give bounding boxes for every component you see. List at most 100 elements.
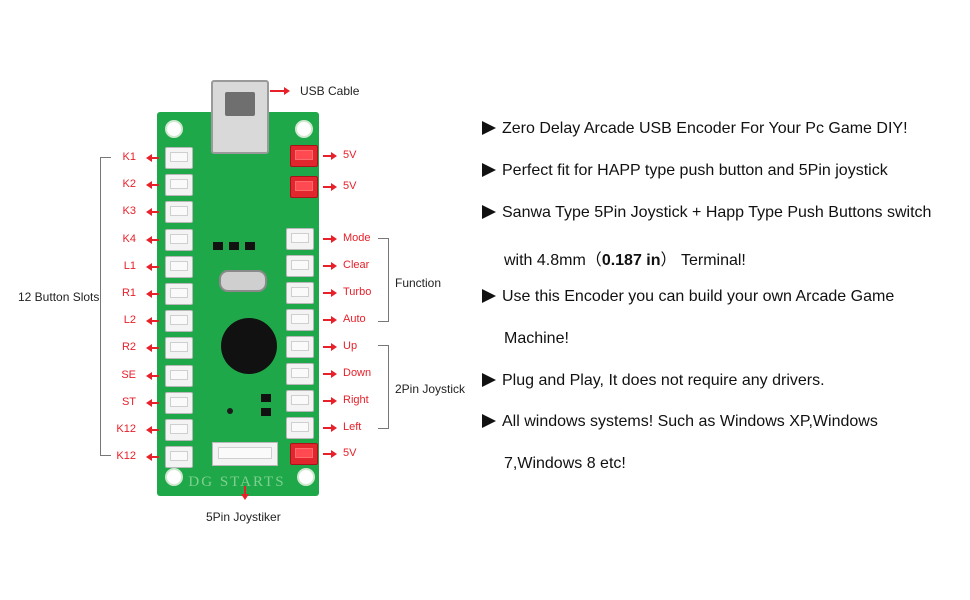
mounting-hole (295, 120, 313, 138)
pin-arrow-line (323, 186, 331, 188)
feature-text: All windows systems! Such as Windows XP,… (502, 413, 878, 430)
power-connector (290, 176, 318, 198)
pin-arrow-icon (146, 154, 152, 162)
controller-chip (221, 318, 277, 374)
crystal-oscillator (219, 270, 267, 292)
board-silkscreen: DG STARTS (188, 474, 286, 490)
usb-connector (211, 80, 269, 154)
pin-label: L2 (123, 314, 136, 326)
pin-arrow-icon (146, 263, 152, 271)
pin-arrow-line (151, 266, 159, 268)
arrow-bullet-icon (482, 163, 496, 177)
pin-arrow-line (151, 456, 159, 458)
mounting-hole (297, 468, 315, 486)
smd-component (245, 242, 255, 250)
pin-arrow-icon (331, 370, 337, 378)
function-connector (286, 228, 314, 250)
button-connector (165, 365, 193, 387)
button-connector (165, 229, 193, 251)
pin-arrow-line (151, 375, 159, 377)
connector-housing (218, 447, 272, 459)
pin-arrow-line (151, 293, 159, 295)
pin-label: ST (121, 396, 136, 408)
button-connector (165, 256, 193, 278)
pin-arrow-line (323, 155, 331, 157)
feature-text: Use this Encoder you can build your own … (502, 288, 895, 305)
pin-arrow-line (323, 373, 331, 375)
button-connector (165, 201, 193, 223)
terminal-size-text: 0.187 in (601, 252, 661, 269)
feature-continuation: with 4.8mm（0.187 in） Terminal! (504, 246, 746, 270)
pin-arrow-line (323, 238, 331, 240)
mounting-hole (165, 468, 183, 486)
pin-label: K12 (116, 450, 136, 462)
smd-component (261, 408, 271, 416)
pin-arrow-icon (331, 397, 337, 405)
feature-text: Machine! (504, 330, 569, 347)
pin-arrow-icon (331, 343, 337, 351)
function-label: Function (395, 276, 442, 290)
smd-component (213, 242, 223, 250)
button-connector (165, 174, 193, 196)
joystick-2pin-bracket (378, 345, 389, 429)
pin-label: R2 (121, 341, 136, 353)
feature-text: Zero Delay Arcade USB Encoder For Your P… (502, 120, 908, 137)
pin-label: Turbo (343, 286, 372, 298)
pin-label: 5V (343, 180, 357, 192)
button-connector (165, 283, 193, 305)
led (227, 408, 233, 414)
pin-label: Right (343, 394, 369, 406)
button-connector (165, 446, 193, 468)
feature-item: Use this Encoder you can build your own … (482, 288, 894, 306)
pin-arrow-line (323, 453, 331, 455)
button-connector (165, 310, 193, 332)
feature-text: Perfect fit for HAPP type push button an… (502, 162, 888, 179)
feature-item: All windows systems! Such as Windows XP,… (482, 413, 878, 431)
feature-item: Plug and Play, It does not require any d… (482, 372, 825, 390)
arrow-bullet-icon (482, 289, 496, 303)
pin-arrow-line (323, 346, 331, 348)
pin-arrow-icon (146, 399, 152, 407)
pin-label: Clear (343, 259, 370, 271)
pin-arrow-icon (146, 290, 152, 298)
pin-arrow-line (323, 427, 331, 429)
pin-arrow-line (323, 319, 331, 321)
pin-arrow-line (151, 320, 159, 322)
pin-arrow-line (323, 400, 331, 402)
feature-text: 7,Windows 8 etc! (504, 455, 626, 472)
pin-arrow-line (151, 429, 159, 431)
pin-arrow-icon (146, 317, 152, 325)
button-connector (165, 419, 193, 441)
pin-label: K3 (122, 205, 136, 217)
pin-label: Mode (343, 232, 371, 244)
function-connector (286, 309, 314, 331)
joystick-2pin-label: 2Pin Joystick (395, 382, 466, 396)
pin-arrow-icon (146, 181, 152, 189)
function-connector (286, 282, 314, 304)
joystiker-arrow-head (241, 494, 249, 500)
pin-arrow-line (323, 265, 331, 267)
function-connector (286, 417, 314, 439)
function-connector (286, 363, 314, 385)
pin-label: 5V (343, 447, 357, 459)
pin-label: K1 (122, 151, 136, 163)
mounting-hole (165, 120, 183, 138)
feature-item: Sanwa Type 5Pin Joystick + Happ Type Pus… (482, 204, 931, 222)
smd-component (229, 242, 239, 250)
arrow-bullet-icon (482, 121, 496, 135)
pin-label: K2 (122, 178, 136, 190)
pin-label: Left (343, 421, 362, 433)
function-connector (286, 336, 314, 358)
pin-arrow-icon (331, 450, 337, 458)
power-connector (290, 145, 318, 167)
joystiker-label: 5Pin Joystiker (206, 510, 281, 524)
pin-arrow-icon (146, 344, 152, 352)
pin-arrow-icon (146, 208, 152, 216)
feature-continuation: 7,Windows 8 etc! (504, 455, 626, 473)
smd-component (261, 394, 271, 402)
pin-label: 5V (343, 149, 357, 161)
pin-label: R1 (121, 287, 136, 299)
feature-text: Sanwa Type 5Pin Joystick + Happ Type Pus… (502, 204, 932, 221)
feature-text: Plug and Play, It does not require any d… (502, 372, 825, 389)
pin-arrow-icon (331, 152, 337, 160)
